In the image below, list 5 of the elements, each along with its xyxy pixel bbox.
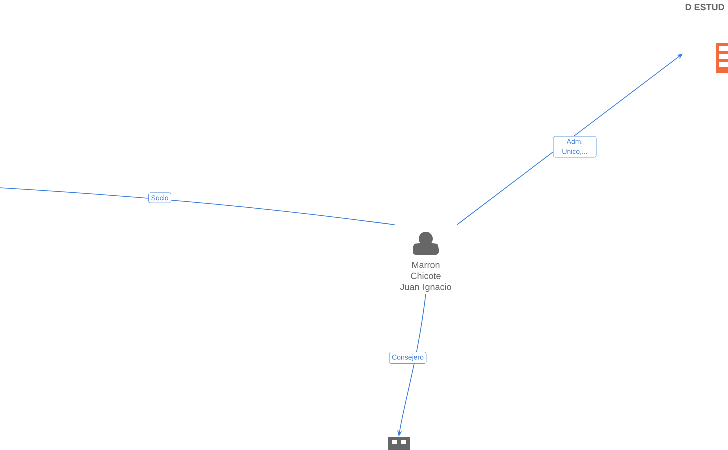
building-icon bbox=[388, 437, 410, 450]
person-node: Marron Chicote Juan Ignacio bbox=[400, 232, 452, 292]
company-node: D ESTUD bbox=[686, 4, 728, 73]
node-label: D ESTUD bbox=[686, 4, 724, 11]
node-label: Marron Chicote Juan Ignacio bbox=[400, 262, 452, 292]
